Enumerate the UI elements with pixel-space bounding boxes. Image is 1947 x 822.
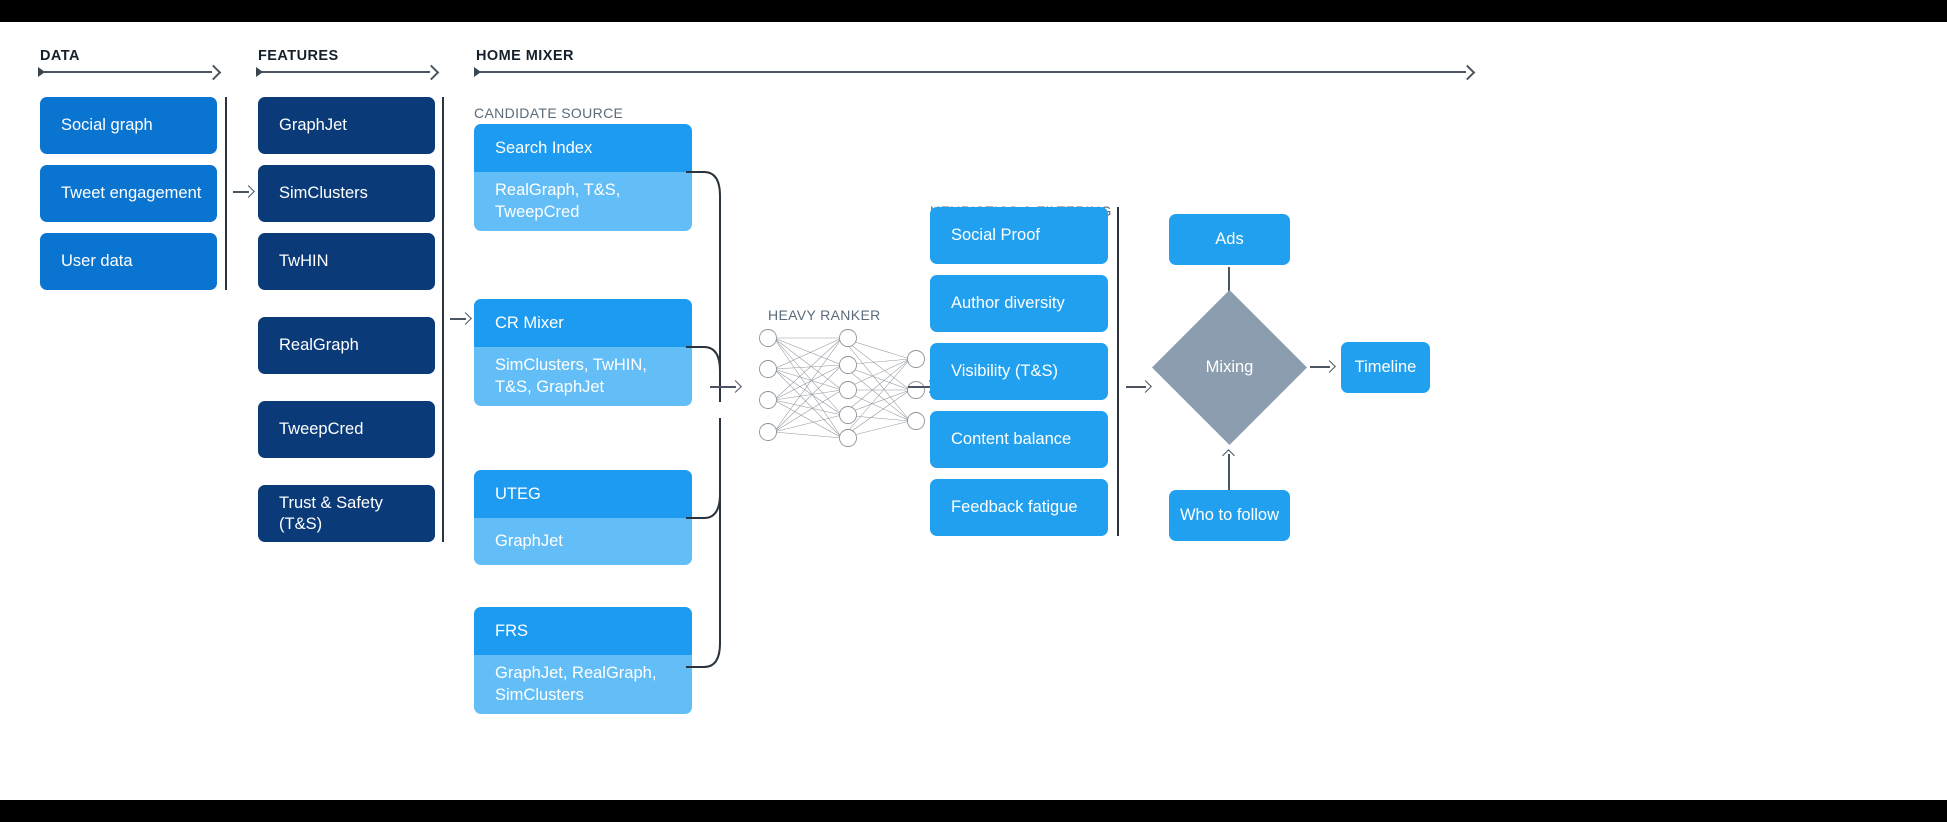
axis-features — [256, 66, 438, 78]
feature-box-label: TweepCred — [279, 420, 364, 439]
candidate-source-features: SimClusters, TwHIN, T&S, GraphJet — [474, 347, 692, 406]
arrow-mixing-to-timeline — [1310, 360, 1338, 374]
feature-box-trust-safety[interactable]: Trust & Safety (T&S) — [258, 485, 435, 542]
arrow-ads-to-mixing — [1222, 267, 1236, 309]
candidate-source-features: GraphJet, RealGraph, SimClusters — [474, 655, 692, 714]
section-header-data: DATA — [40, 48, 80, 64]
candidate-source-title: CR Mixer — [474, 299, 692, 347]
who-to-follow-box[interactable]: Who to follow — [1169, 490, 1290, 541]
heuristic-box-social-proof[interactable]: Social Proof — [930, 207, 1108, 264]
ads-label: Ads — [1215, 230, 1244, 248]
ads-box[interactable]: Ads — [1169, 214, 1290, 265]
data-box-tweet-engagement[interactable]: Tweet engagement — [40, 165, 217, 222]
candidate-source-features: RealGraph, T&S, TweepCred — [474, 172, 692, 231]
heuristic-box-label: Content balance — [951, 430, 1072, 449]
feature-box-label: TwHIN — [279, 252, 329, 271]
who-to-follow-label: Who to follow — [1179, 506, 1280, 524]
candidate-source-features: GraphJet — [474, 518, 692, 565]
candidate-source-card-frs[interactable]: FRS GraphJet, RealGraph, SimClusters — [474, 607, 692, 714]
candidate-source-card-cr-mixer[interactable]: CR Mixer SimClusters, TwHIN, T&S, GraphJ… — [474, 299, 692, 406]
candidate-source-card-search-index[interactable]: Search Index RealGraph, T&S, TweepCred — [474, 124, 692, 231]
heuristic-box-content-balance[interactable]: Content balance — [930, 411, 1108, 468]
feature-box-label: Trust & Safety (T&S) — [279, 493, 383, 533]
data-box-user-data[interactable]: User data — [40, 233, 217, 290]
feature-box-label: RealGraph — [279, 336, 359, 355]
heavy-ranker-network — [759, 329, 925, 447]
data-box-label: User data — [61, 252, 133, 271]
data-box-label: Tweet engagement — [61, 184, 202, 203]
arrow-candidate-to-ranker — [710, 380, 744, 394]
section-header-features: FEATURES — [258, 48, 339, 64]
mixing-diamond[interactable]: Mixing — [1152, 290, 1307, 445]
mixing-label: Mixing — [1205, 358, 1254, 376]
feature-box-graphjet[interactable]: GraphJet — [258, 97, 435, 154]
diagram-canvas: DATA FEATURES HOME MIXER CANDIDATE SOURC… — [0, 22, 1947, 800]
arrow-ranker-to-heuristics — [908, 380, 938, 394]
candidate-source-card-uteg[interactable]: UTEG GraphJet — [474, 470, 692, 565]
heuristic-box-label: Author diversity — [951, 294, 1065, 313]
data-box-label: Social graph — [61, 116, 153, 135]
subheader-candidate-source: CANDIDATE SOURCE — [474, 105, 624, 121]
heuristic-box-label: Visibility (T&S) — [951, 362, 1058, 381]
feature-box-realgraph[interactable]: RealGraph — [258, 317, 435, 374]
feature-box-twhin[interactable]: TwHIN — [258, 233, 435, 290]
data-box-social-graph[interactable]: Social graph — [40, 97, 217, 154]
arrow-who-to-follow-to-mixing — [1222, 450, 1236, 492]
section-header-home-mixer: HOME MIXER — [476, 48, 574, 64]
candidate-source-title: FRS — [474, 607, 692, 655]
candidate-source-title: Search Index — [474, 124, 692, 172]
arrow-features-to-candidate-source — [450, 312, 474, 326]
feature-box-label: SimClusters — [279, 184, 368, 203]
feature-box-tweepcred[interactable]: TweepCred — [258, 401, 435, 458]
divider-heuristics-mixing — [1117, 207, 1119, 536]
axis-data — [38, 66, 220, 78]
feature-box-simclusters[interactable]: SimClusters — [258, 165, 435, 222]
heuristic-box-author-diversity[interactable]: Author diversity — [930, 275, 1108, 332]
arrow-data-to-features — [233, 185, 257, 199]
heuristic-box-feedback-fatigue[interactable]: Feedback fatigue — [930, 479, 1108, 536]
candidate-source-bracket — [686, 171, 721, 668]
timeline-box[interactable]: Timeline — [1341, 342, 1430, 393]
subheader-heavy-ranker: HEAVY RANKER — [768, 307, 881, 323]
divider-features-mixer — [442, 97, 444, 542]
heuristic-box-label: Feedback fatigue — [951, 498, 1078, 517]
axis-home-mixer — [474, 66, 1474, 78]
arrow-heuristics-to-mixing — [1126, 380, 1154, 394]
candidate-source-title: UTEG — [474, 470, 692, 518]
divider-data-features — [225, 97, 227, 290]
heuristic-box-label: Social Proof — [951, 226, 1040, 245]
timeline-label: Timeline — [1354, 358, 1417, 376]
feature-box-label: GraphJet — [279, 116, 347, 135]
heuristic-box-visibility[interactable]: Visibility (T&S) — [930, 343, 1108, 400]
